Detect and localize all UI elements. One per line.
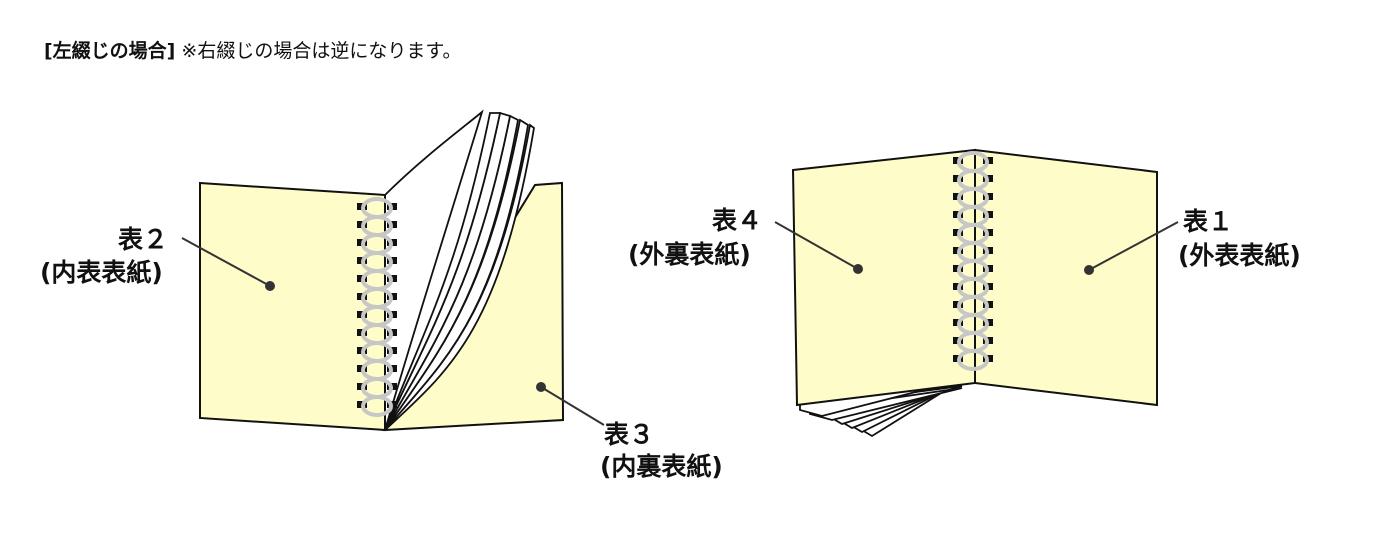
cover2-desc: (内表表紙) — [40, 258, 163, 287]
cover3-desc: (内裏表紙) — [600, 452, 723, 481]
outer-back-cover — [791, 148, 976, 407]
callout-cover1: 表１ (外表表紙) — [1084, 207, 1301, 275]
callout-cover3: 表３ (内裏表紙) — [536, 382, 723, 481]
outer-front-cover — [974, 148, 1158, 407]
left-book — [199, 109, 565, 432]
callout-cover2: 表２ (内表表紙) — [40, 225, 275, 291]
heading-binding-type: [左綴じの場合] — [44, 40, 176, 62]
inner-front-cover — [199, 181, 386, 432]
cover2-name: 表２ — [118, 225, 168, 254]
callout-cover4: 表４ (外裏表紙) — [628, 206, 863, 274]
cover3-name: 表３ — [604, 420, 654, 449]
fanned-pages — [384, 109, 535, 431]
cover4-desc: (外裏表紙) — [628, 240, 751, 269]
right-book — [791, 148, 1158, 438]
page-heading: [左綴じの場合] ※右綴じの場合は逆になります。 — [44, 36, 461, 63]
cover1-name: 表１ — [1183, 207, 1233, 236]
heading-note: ※右綴じの場合は逆になります。 — [181, 40, 462, 62]
cover4-name: 表４ — [712, 206, 762, 235]
cover1-desc: (外表表紙) — [1178, 241, 1301, 270]
